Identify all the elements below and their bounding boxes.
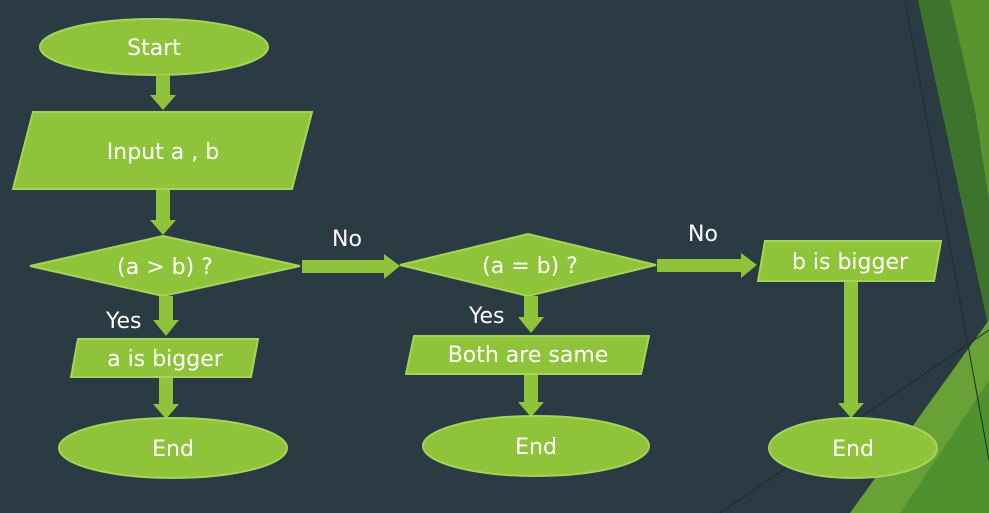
- decision1-label: (a > b) ?: [117, 255, 213, 280]
- arrow-decision2-no: [657, 253, 757, 278]
- start-node: Start: [39, 18, 269, 76]
- b-bigger-label: b is bigger: [792, 250, 909, 275]
- decision2-label: (a = b) ?: [482, 254, 578, 279]
- end-node-3: End: [768, 417, 938, 479]
- end-label-1: End: [152, 437, 194, 462]
- decision2-node: (a = b) ?: [399, 232, 657, 298]
- b-bigger-node: b is bigger: [756, 240, 943, 282]
- arrow-input-to-decision1: [150, 190, 176, 235]
- end-label-2: End: [515, 435, 557, 460]
- arrow-decision2-yes: [518, 296, 544, 333]
- end-node-1: End: [58, 417, 288, 479]
- both-same-node: Both are same: [404, 335, 651, 375]
- end-node-2: End: [422, 415, 650, 477]
- arrow-both-same-to-end: [518, 375, 544, 417]
- no-label-1: No: [332, 227, 362, 252]
- a-bigger-node: a is bigger: [69, 338, 260, 378]
- arrow-start-to-input: [150, 75, 176, 110]
- input-node: Input a , b: [11, 111, 314, 190]
- a-bigger-label: a is bigger: [107, 347, 224, 372]
- input-label: Input a , b: [107, 140, 219, 165]
- no-label-2: No: [688, 222, 718, 247]
- arrow-decision1-yes: [153, 296, 179, 336]
- both-same-label: Both are same: [448, 343, 609, 368]
- yes-label-1: Yes: [105, 309, 142, 334]
- arrow-decision1-no: [302, 254, 400, 279]
- decision1-node: (a > b) ?: [29, 234, 301, 298]
- yes-label-2: Yes: [468, 304, 505, 329]
- arrow-a-bigger-to-end: [153, 378, 179, 419]
- end-label-3: End: [832, 437, 874, 462]
- arrow-b-bigger-to-end: [838, 282, 864, 418]
- start-label: Start: [127, 36, 181, 61]
